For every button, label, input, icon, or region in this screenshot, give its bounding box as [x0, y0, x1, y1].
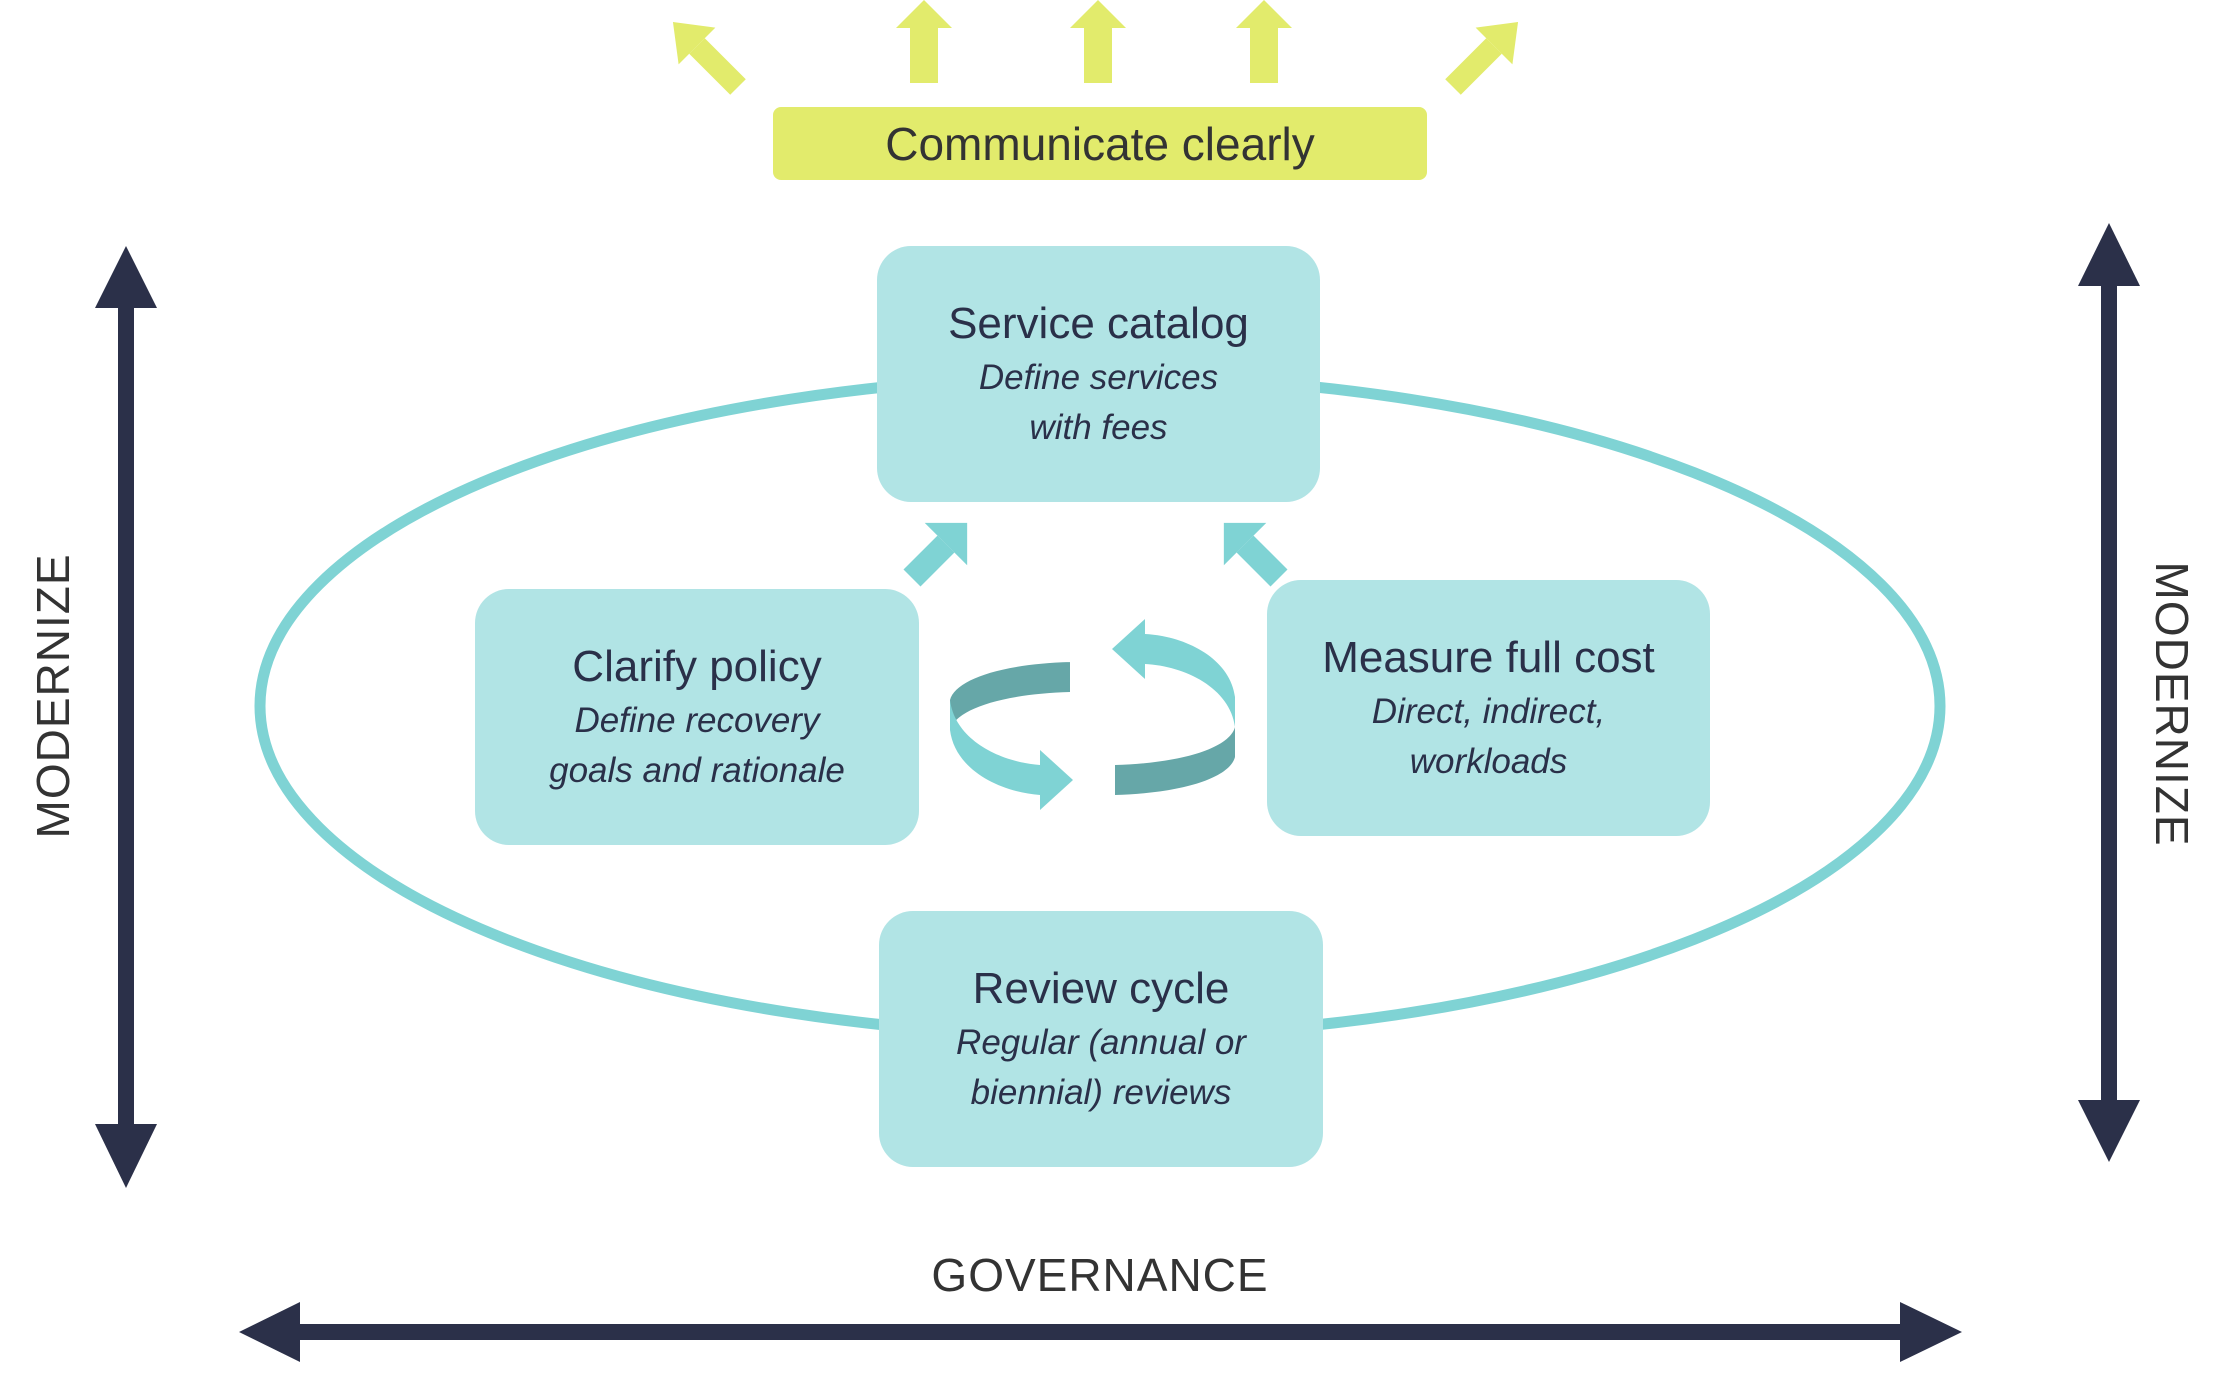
yellow-arrow-up-right-icon [1445, 21, 1519, 95]
bottom-double-arrow [239, 1302, 1962, 1362]
yellow-arrow-up-icon [896, 0, 952, 83]
service-catalog-subtitle: Define services with fees [978, 358, 1219, 447]
clarify-policy-box: Clarify policy Define recovery goals and… [475, 589, 919, 845]
communicate-arrows [672, 0, 1519, 95]
service-catalog-box: Service catalog Define services with fee… [877, 246, 1320, 502]
measure-full-cost-box: Measure full cost Direct, indirect, work… [1267, 580, 1710, 836]
measure-full-cost-subtitle: Direct, indirect, workloads [1371, 692, 1606, 781]
review-cycle-box: Review cycle Regular (annual or biennial… [879, 911, 1323, 1167]
governance-label: GOVERNANCE [931, 1249, 1269, 1301]
review-cycle-subtitle: Regular (annual or biennial) reviews [956, 1023, 1246, 1112]
yellow-arrow-up-icon [1070, 0, 1126, 83]
right-double-arrow [2078, 223, 2140, 1162]
right-modernize-label: MODERNIZE [2146, 561, 2198, 847]
left-modernize-label: MODERNIZE [27, 553, 79, 839]
review-cycle-title: Review cycle [972, 964, 1230, 1013]
teal-arrow-up-right-icon [903, 522, 968, 587]
measure-full-cost-title: Measure full cost [1322, 633, 1655, 682]
clarify-policy-title: Clarify policy [572, 642, 822, 691]
yellow-arrow-up-icon [1236, 0, 1292, 83]
yellow-arrow-up-left-icon [672, 21, 746, 95]
communicate-label: Communicate clearly [885, 117, 1315, 170]
communicate-clearly-banner: Communicate clearly [773, 107, 1427, 180]
service-catalog-title: Service catalog [948, 299, 1249, 348]
left-double-arrow [95, 246, 157, 1188]
cycle-refresh-icon [950, 619, 1235, 810]
clarify-policy-subtitle: Define recovery goals and rationale [549, 701, 845, 790]
